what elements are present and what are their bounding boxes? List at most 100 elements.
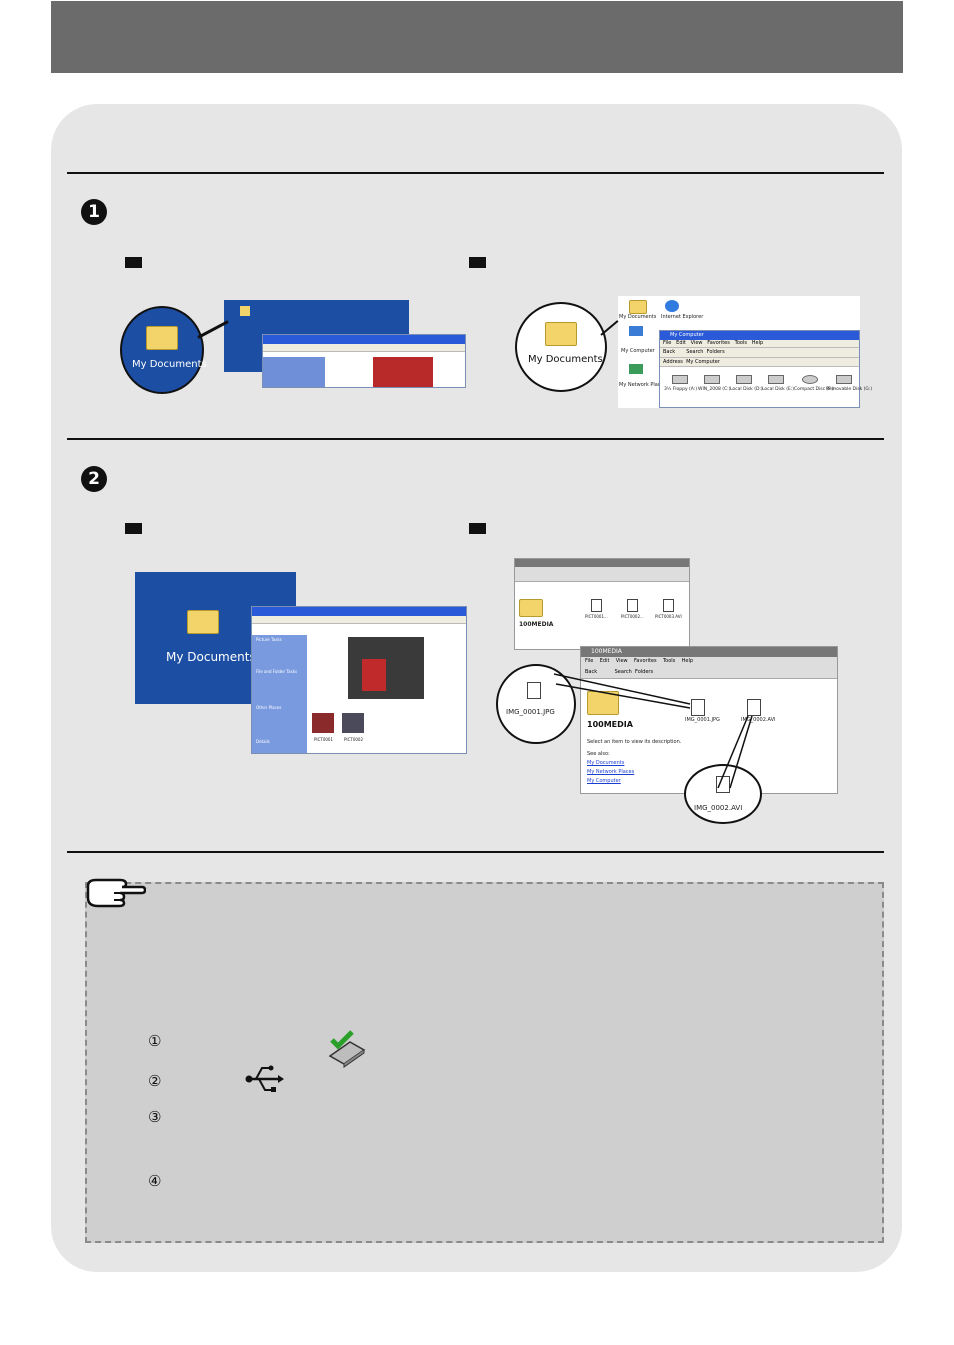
link-my-network-places[interactable]: My Network Places [587,769,635,775]
desktop-icons: My Documents My Computer My Network Plac… [619,298,666,406]
step-2b-marker [469,523,486,534]
avi-callout-label: IMG_0002.AVI [694,804,743,812]
step-1a-screenshot: My Documents [120,300,466,394]
my-documents-label: My Documents [528,354,603,365]
my-computer-window: My Computer File Edit View Favorites Too… [659,330,872,408]
file-icon[interactable] [627,599,638,612]
menu-file[interactable]: File [663,340,672,346]
menu-help[interactable]: Help [681,658,694,664]
media-window-small: 100MEDIA PICT0001... PICT0002... PICT000… [514,558,690,650]
menu-tools[interactable]: Tools [662,658,676,664]
avi-file-icon[interactable] [747,699,761,716]
see-also-label: See also: [587,751,610,757]
window-titlebar [263,335,465,344]
step-2b-screenshot: 100MEDIA PICT0001... PICT0002... PICT000… [494,558,838,824]
step-1b-marker [469,257,486,268]
icon-label-internet-explorer: Internet Explorer [661,314,704,320]
my-documents-callout: My Documents [515,302,607,392]
list-marker-2: ② [148,1072,162,1090]
avi-file-label: IMG_0002.AVI [741,717,776,723]
task-section: Picture Tasks [256,637,282,642]
link-my-computer[interactable]: My Computer [587,778,621,784]
step-1b-screenshot: My Documents My Computer My Network Plac… [515,296,872,408]
window-taskpane [263,357,325,387]
drive-label[interactable]: Removable Disk (G:) [826,387,873,392]
toolbar-back[interactable]: Back [663,349,676,355]
task-section: File and Folder Tasks [256,669,298,674]
step-2a-marker [125,523,142,534]
window-title: 100MEDIA [581,647,837,657]
description-text: Select an item to view its description. [587,739,682,745]
jpg-file-label: IMG_0001.JPG [685,717,720,723]
file-label: PICT0002... [621,614,644,619]
file-icon[interactable] [663,599,674,612]
step-2a-screenshot: My Documents Picture Tasks File and Fold… [135,572,467,754]
menu-edit[interactable]: Edit [676,340,686,346]
window-title: My Computer [660,331,859,340]
my-computer-icon [629,326,643,336]
drive-label[interactable]: 3½ Floppy (A:) [664,387,698,392]
window-toolbar [515,573,689,582]
link-my-documents[interactable]: My Documents [587,760,625,766]
thumbnail-label: PICT0002 [344,737,364,742]
list-marker-1: ① [148,1032,162,1050]
drive-label[interactable]: Local Disk (E:) [762,387,795,392]
callout-pointers [553,673,753,789]
explorer-window [262,334,466,388]
my-pictures-window: Picture Tasks File and Folder Tasks Othe… [251,606,467,754]
file-icon[interactable] [591,599,602,612]
toolbar-back[interactable]: Back [585,669,598,675]
window-menubar: File Edit View Favorites Tools Help [660,340,859,348]
folder-title: 100MEDIA [519,621,554,628]
drive-icon [736,375,752,384]
icon-label-network-places: My Network Places [619,382,667,388]
task-pane: Picture Tasks File and Folder Tasks Othe… [252,635,307,753]
cd-drive-icon [802,375,818,384]
menu-view[interactable]: View [690,340,703,346]
menu-favorites[interactable]: Favorites [707,340,730,346]
my-documents-label: My Documents [166,650,256,664]
drive-label[interactable]: Local Disk (D:) [730,387,763,392]
drive-list: 3½ Floppy (A:) WIN_2008 (C:) Local Disk … [660,371,872,407]
step-2-number: 2 [81,466,107,492]
address-value[interactable]: My Computer [686,359,720,365]
menu-file[interactable]: File [585,658,594,664]
window-menubar: File Edit View Favorites Tools Help [581,657,837,666]
note-box [85,882,884,1243]
step-1-number: 1 [81,199,107,225]
jpg-callout-label: IMG_0001.JPG [506,708,555,716]
jpg-file-icon[interactable] [691,699,705,716]
task-section: Details [256,739,270,744]
menu-view[interactable]: View [615,658,628,664]
file-label: PICT0001... [585,614,608,619]
photo-preview [348,637,424,699]
file-label: PICT0003.AVI [655,614,682,619]
thumbnail[interactable] [312,713,334,733]
window-toolbar: Back Search Folders [581,666,837,679]
my-documents-folder-icon [545,322,577,346]
step-1a-marker [125,257,142,268]
toolbar-search[interactable]: Search [686,349,704,355]
menu-edit[interactable]: Edit [599,658,610,664]
icon-label-my-computer: My Computer [621,348,655,354]
removable-disk-icon [836,375,852,384]
window-menubar [515,567,689,573]
toolbar-folders[interactable]: Folders [635,669,654,675]
thumbnail[interactable] [342,713,364,733]
drive-label[interactable]: Compact Disc (F:) [794,387,834,392]
toolbar-search[interactable]: Search [614,669,632,675]
menu-help[interactable]: Help [751,340,764,346]
window-menubar [252,616,466,624]
menu-favorites[interactable]: Favorites [634,658,657,664]
list-marker-3: ③ [148,1108,162,1126]
menu-tools[interactable]: Tools [734,340,747,346]
drive-label[interactable]: WIN_2008 (C:) [698,387,731,392]
jpg-callout: IMG_0001.JPG [496,664,576,744]
window-toolbar: Back Search Folders [660,348,859,358]
internet-explorer-icon [665,300,679,312]
drive-icon [704,375,720,384]
drive-icon [768,375,784,384]
toolbar-folders[interactable]: Folders [706,349,725,355]
drive-icon [672,375,688,384]
folder-icon [519,599,543,617]
